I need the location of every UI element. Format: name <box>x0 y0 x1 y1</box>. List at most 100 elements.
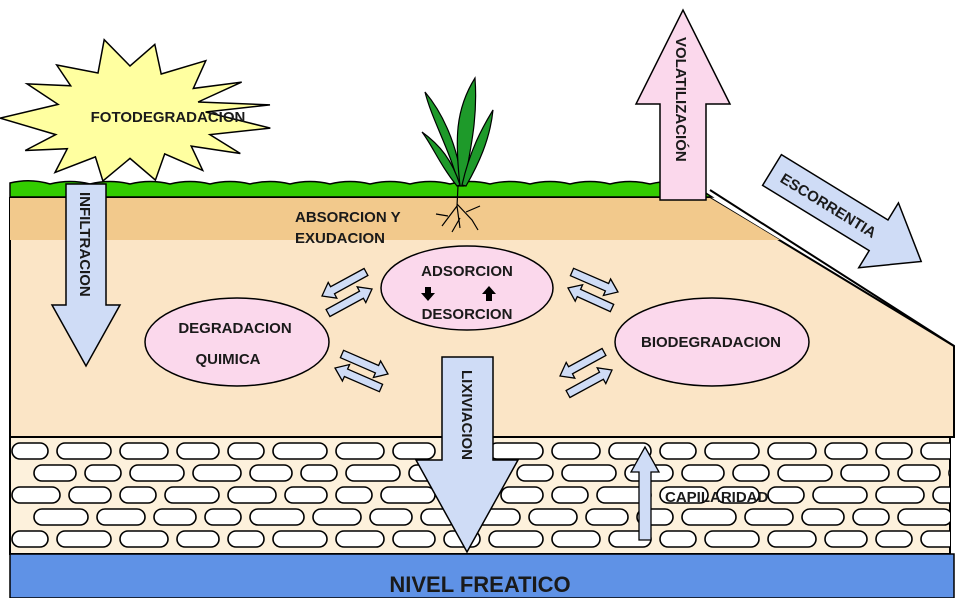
rock-icon <box>312 508 362 526</box>
sun-burst-icon <box>0 38 271 183</box>
rock-icon <box>272 442 328 460</box>
rock-icon <box>176 530 220 548</box>
adsorption-label: ADSORCION <box>421 263 513 280</box>
volatilization-label: VOLATILIZACIÓN <box>672 37 690 162</box>
rock-icon <box>551 442 601 460</box>
exchange-arrows <box>321 267 619 399</box>
volatilization-arrow: VOLATILIZACIÓN <box>634 8 732 201</box>
rock-icon <box>56 530 112 548</box>
grass-strip <box>9 180 715 198</box>
rock-icon <box>392 530 436 548</box>
adsorption-desorption-node: ADSORCION DESORCION <box>380 245 554 331</box>
topsoil-band <box>10 198 780 240</box>
rock-icon <box>153 508 197 526</box>
rock-icon <box>704 530 760 548</box>
rock-icon <box>84 464 122 482</box>
capillarity-arrow: CAPILARIDAD <box>629 445 768 541</box>
gravel-layer <box>9 436 951 555</box>
rock-icon <box>824 442 868 460</box>
rock-icon <box>272 530 328 548</box>
rock-icon <box>227 442 265 460</box>
rock-icon <box>704 442 760 460</box>
rock-icon <box>824 530 868 548</box>
rock-icon <box>897 508 950 526</box>
rock-icon <box>11 486 61 504</box>
rock-icon <box>948 467 950 479</box>
rock-icon <box>659 530 697 548</box>
rock-icon <box>56 442 112 460</box>
rock-icon <box>920 530 950 548</box>
chemical-degradation-label-line2: QUIMICA <box>196 351 261 368</box>
rock-icon <box>767 442 817 460</box>
rock-icon <box>392 442 436 460</box>
infiltration-arrow: INFILTRACION <box>50 183 122 368</box>
rock-icon <box>119 486 157 504</box>
exchange-arrow-icon <box>567 283 615 313</box>
rock-icon <box>897 464 941 482</box>
rock-icon <box>33 464 77 482</box>
rock-icon <box>119 442 169 460</box>
arrow-down-icon <box>421 287 435 301</box>
rock-icon <box>488 442 544 460</box>
rock-icon <box>249 508 305 526</box>
rock-icon <box>227 530 265 548</box>
rock-icon <box>767 530 817 548</box>
rock-icon <box>681 508 737 526</box>
water-table-label: NIVEL FREATICO <box>389 572 570 597</box>
rock-icon <box>249 464 293 482</box>
rock-icon <box>551 530 601 548</box>
rock-icon <box>119 530 169 548</box>
rock-icon <box>488 530 544 548</box>
rock-icon <box>777 464 833 482</box>
chemical-degradation-label-line1: DEGRADACION <box>178 320 291 337</box>
rock-icon <box>164 486 220 504</box>
leaching-arrow: LIXIVIACION <box>414 356 520 554</box>
rock-icon <box>129 464 185 482</box>
exchange-arrow-icon <box>569 267 619 297</box>
rock-icon <box>681 464 725 482</box>
rock-icon <box>345 464 401 482</box>
rock-icon <box>96 508 146 526</box>
rock-icon <box>840 464 890 482</box>
rock-icon <box>68 486 112 504</box>
rock-icon <box>551 486 589 504</box>
rock-icon <box>227 486 277 504</box>
biodegradation-node: BIODEGRADACION <box>614 297 810 387</box>
exchange-arrow-icon <box>559 347 607 380</box>
plant-icon <box>421 76 494 233</box>
rock-icon <box>204 508 242 526</box>
exchange-arrow-icon <box>334 363 384 393</box>
rock-icon <box>875 530 913 548</box>
rock-icon <box>335 486 373 504</box>
rock-icon <box>528 508 578 526</box>
arrow-up-icon <box>482 286 496 301</box>
exchange-arrow-icon <box>325 285 373 318</box>
exchange-arrow-icon <box>339 349 389 379</box>
rock-icon <box>659 486 709 504</box>
photodegradation-sun: FOTODEGRADACION <box>0 38 271 183</box>
rock-icon <box>516 464 554 482</box>
exchange-arrow-icon <box>565 366 613 399</box>
rock-icon <box>500 486 544 504</box>
rock-icon <box>284 486 328 504</box>
leaching-label: LIXIVIACION <box>458 370 475 460</box>
rock-icon <box>875 486 925 504</box>
rock-icon <box>561 464 617 482</box>
absorption-label-line1: ABSORCION Y <box>295 209 401 226</box>
rock-icon <box>176 442 220 460</box>
capillarity-label: CAPILARIDAD <box>665 489 768 506</box>
rock-icon <box>801 508 845 526</box>
exchange-arrow-icon <box>321 267 369 300</box>
water-table: NIVEL FREATICO <box>9 553 955 598</box>
chemical-degradation-node: DEGRADACION QUIMICA <box>144 297 330 387</box>
rock-icon <box>335 442 385 460</box>
rock-icon <box>11 442 49 460</box>
photodegradation-label: FOTODEGRADACION <box>91 109 246 126</box>
rock-icon <box>192 464 242 482</box>
rock-icon <box>920 442 950 460</box>
rock-icon <box>732 464 770 482</box>
rock-icon <box>585 508 629 526</box>
rock-icon <box>11 530 49 548</box>
rock-icon <box>300 464 338 482</box>
rock-icon <box>744 508 794 526</box>
